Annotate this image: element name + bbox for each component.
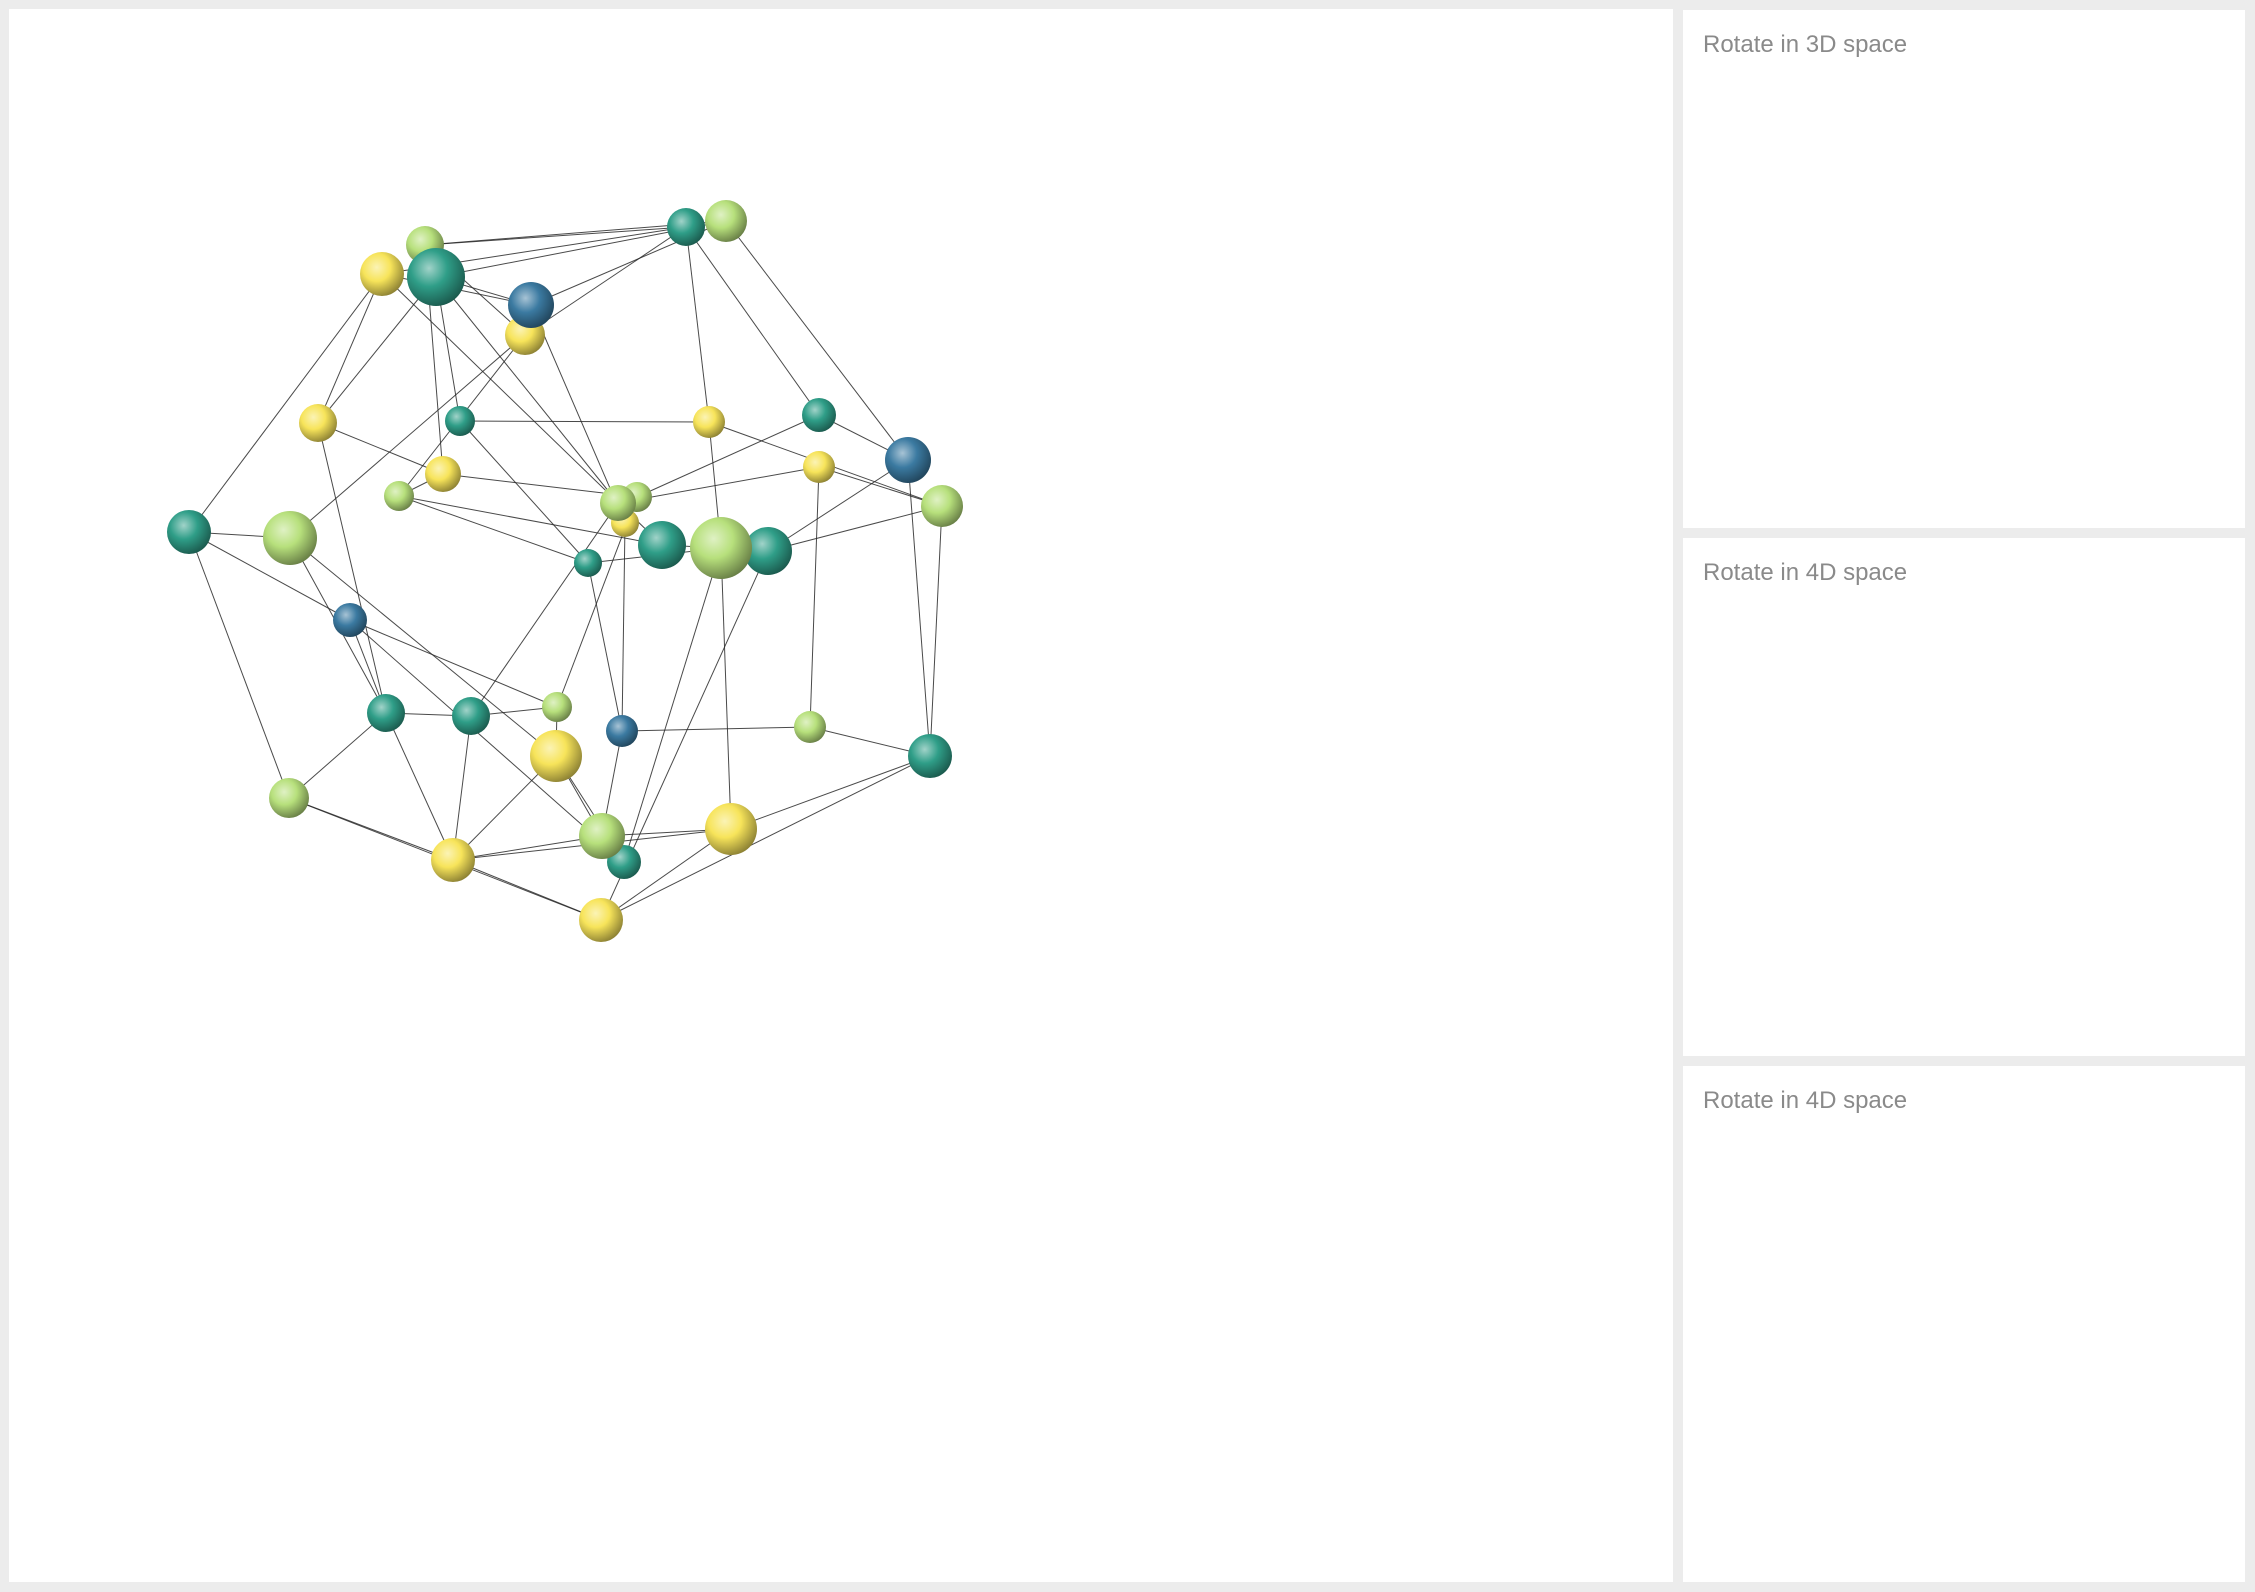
graph-edge: [767, 459, 909, 552]
graph-edge: [289, 537, 557, 757]
graph-node-blue[interactable]: [885, 437, 931, 483]
graph-node-teal[interactable]: [167, 510, 211, 554]
graph-node-blue[interactable]: [508, 282, 554, 328]
graph-node-lime[interactable]: [542, 692, 572, 722]
graph-node-yellow[interactable]: [299, 404, 337, 442]
graph-edge: [767, 505, 943, 552]
graph-edge: [188, 531, 290, 799]
graph-edge: [459, 420, 589, 564]
graph-edge: [452, 859, 602, 921]
graph-edge: [470, 502, 619, 717]
rotate-4d-label-2[interactable]: Rotate in 4D space: [1703, 1087, 1908, 1114]
graph-node-yellow[interactable]: [530, 730, 582, 782]
graph-node-yellow[interactable]: [360, 252, 404, 296]
graph-edge: [685, 226, 820, 416]
graph-node-blue[interactable]: [333, 603, 367, 637]
graph-node-lime[interactable]: [921, 485, 963, 527]
graph-edge: [600, 828, 732, 921]
graph-node-lime[interactable]: [269, 778, 309, 818]
graph-node-yellow[interactable]: [431, 838, 475, 882]
graph-node-lime[interactable]: [600, 485, 636, 521]
graph-node-teal[interactable]: [638, 521, 686, 569]
graph-edges: [188, 220, 943, 921]
graph-node-teal[interactable]: [667, 208, 705, 246]
graph-edge: [818, 466, 943, 507]
graph-node-teal[interactable]: [744, 527, 792, 575]
graph-3d-viewport[interactable]: [9, 9, 1673, 1582]
graph-node-lime[interactable]: [690, 517, 752, 579]
graph-node-lime[interactable]: [579, 813, 625, 859]
rotate-3d-label[interactable]: Rotate in 3D space: [1703, 31, 1908, 58]
graph-canvas[interactable]: [9, 9, 1673, 1582]
graph-node-teal[interactable]: [574, 549, 602, 577]
graph-node-yellow[interactable]: [803, 451, 835, 483]
graph-edge: [435, 276, 619, 504]
graph-node-yellow[interactable]: [705, 803, 757, 855]
graph-edge: [600, 755, 931, 921]
graph-node-blue[interactable]: [606, 715, 638, 747]
graph-node-teal[interactable]: [452, 697, 490, 735]
rotate-4d-panel-2[interactable]: Rotate in 4D space: [1683, 1066, 2245, 1582]
rotate-4d-label-1[interactable]: Rotate in 4D space: [1703, 559, 1908, 586]
graph-edge: [621, 726, 811, 732]
graph-edge: [398, 495, 589, 564]
graph-node-lime[interactable]: [794, 711, 826, 743]
graph-node-teal[interactable]: [802, 398, 836, 432]
graph-edge: [317, 422, 444, 475]
graph-node-teal[interactable]: [407, 248, 465, 306]
graph-node-teal[interactable]: [908, 734, 952, 778]
graph-node-teal[interactable]: [445, 406, 475, 436]
graph-edge: [587, 562, 623, 732]
graph-edge: [530, 304, 626, 524]
graph-edge: [720, 547, 732, 830]
graph-node-yellow[interactable]: [579, 898, 623, 942]
graph-edge: [317, 273, 383, 424]
graph-edge: [907, 459, 931, 757]
graph-edge: [188, 531, 351, 621]
graph-edge: [317, 422, 387, 714]
graph-node-teal[interactable]: [367, 694, 405, 732]
graph-node-yellow[interactable]: [425, 456, 461, 492]
graph-edge: [725, 220, 909, 461]
graph-edge: [621, 522, 626, 732]
graph-edge: [636, 414, 820, 498]
graph-edge: [385, 712, 454, 861]
graph-node-lime[interactable]: [263, 511, 317, 565]
graph-edge: [452, 835, 603, 861]
rotate-4d-panel-1[interactable]: Rotate in 4D space: [1683, 538, 2245, 1056]
graph-edge: [349, 619, 625, 863]
graph-edge: [188, 273, 383, 533]
graph-edge: [452, 715, 472, 861]
graph-edge: [929, 505, 943, 757]
graph-edge: [398, 495, 663, 546]
graph-edge: [289, 334, 526, 539]
graph-edge: [685, 226, 710, 423]
graph-edge: [317, 276, 437, 424]
graph-edge: [524, 226, 687, 336]
graph-edge: [459, 420, 710, 423]
graph-node-lime[interactable]: [705, 200, 747, 242]
graph-nodes: [167, 200, 963, 942]
graph-node-yellow[interactable]: [693, 406, 725, 438]
rotate-3d-panel[interactable]: Rotate in 3D space: [1683, 10, 2245, 528]
graph-edge: [623, 547, 722, 863]
graph-edge: [288, 712, 387, 799]
graph-edge: [349, 619, 558, 708]
graph-node-lime[interactable]: [384, 481, 414, 511]
graph-edge: [809, 466, 820, 728]
graph-edge: [730, 755, 931, 830]
